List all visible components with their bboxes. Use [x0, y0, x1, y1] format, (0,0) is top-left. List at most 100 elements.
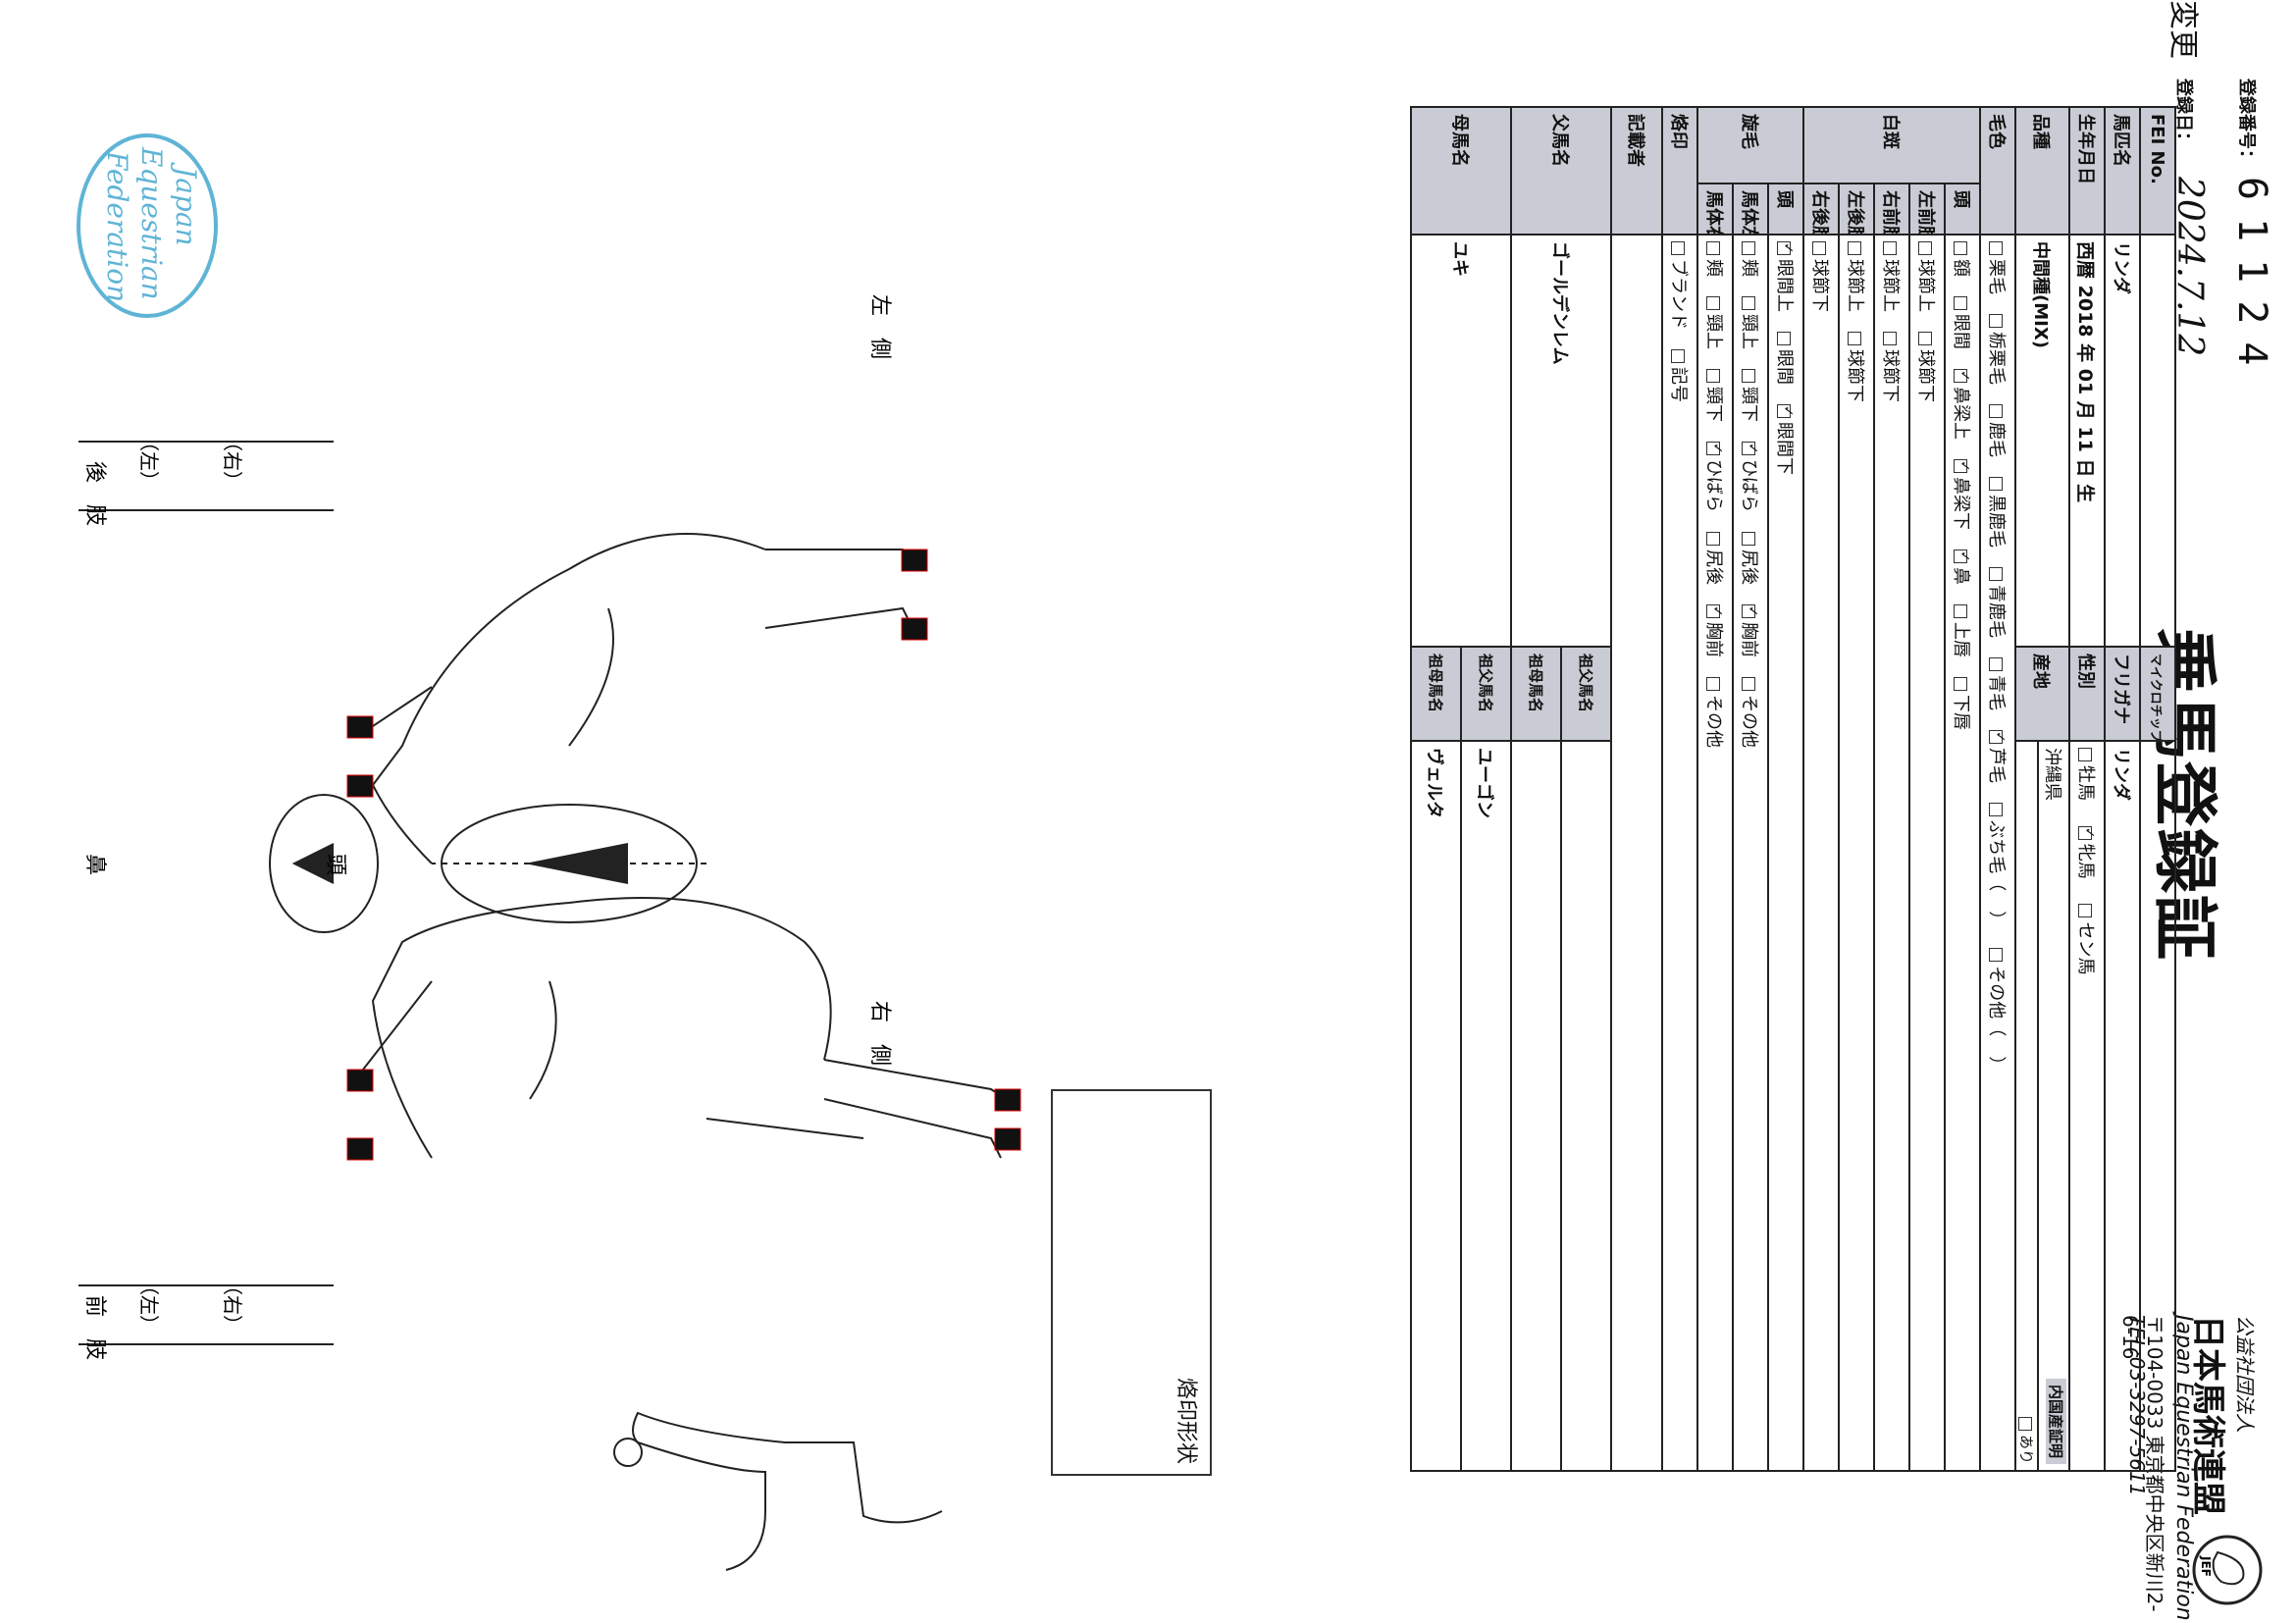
option-label: 下唇 [1951, 695, 1971, 731]
stamp-line: Equestrian [135, 146, 168, 300]
option-item: 球節下 [1845, 332, 1865, 402]
reg-number-label: 登録番号： [2236, 79, 2257, 167]
option-label: 青毛 [1986, 675, 2007, 711]
option-item: 頸下 [1739, 369, 1759, 422]
option-item: ひばら [1739, 442, 1759, 512]
option-item: 尻後 [1703, 532, 1724, 585]
option-item: ブランド [1668, 241, 1689, 330]
dam-gd-label: 祖母馬名 [1411, 647, 1461, 742]
row-white-head: 白斑 頭 額眼間鼻梁上鼻梁下鼻上唇下唇 [1803, 107, 1980, 1472]
checkbox-icon [1742, 296, 1755, 311]
checkbox-icon [1954, 296, 1967, 311]
row-whorl-head: 旋毛 頭 眼間上眼間眼間下 [1697, 107, 1803, 1472]
hindlimb-label: 後 肢 [82, 461, 107, 526]
option-item: 頸上 [1703, 296, 1724, 349]
checkbox-icon [1883, 332, 1897, 346]
horse-right-side-icon [352, 897, 1007, 1159]
furigana-value: リンダ [2105, 741, 2140, 1472]
option-label: その他 [1703, 695, 1724, 749]
horse-diagram: 右 側 左 側 頭 鼻 前 肢 後 肢 （左） （右） （左） （右） [78, 294, 1021, 1571]
row-coat: 毛色 栗毛栃栗毛鹿毛黒鹿毛青鹿毛青毛芦毛ぶち毛（）その他（） [1980, 107, 2015, 1472]
checked-checkbox-icon [1777, 404, 1791, 419]
option-item: 鼻梁上 [1951, 369, 1971, 440]
hind-left-label: （左） [137, 432, 161, 491]
white-rf-options: 球節上球節下 [1874, 235, 1909, 1472]
checkbox-icon [1742, 241, 1755, 256]
checkbox-icon [1777, 332, 1791, 346]
option-item: 栗毛 [1986, 241, 2007, 294]
option-item: 鼻 [1951, 550, 1971, 585]
option-label: 球節下 [1845, 349, 1865, 403]
sire-value: ゴールデンレム [1511, 235, 1611, 648]
row-white-lf: 左前肢 球節上球節下 [1909, 107, 1945, 1472]
checkbox-icon [1954, 241, 1967, 256]
dob-label: 生年月日 [2069, 107, 2105, 236]
name-value: リンダ [2105, 235, 2140, 648]
option-label: ブランド [1668, 259, 1689, 331]
cert-label: 内国産証明 [2046, 1379, 2066, 1465]
option-label: 黒鹿毛 [1986, 495, 2007, 549]
option-label: 球節下 [1915, 349, 1936, 403]
option-label: 胸前 [1739, 622, 1759, 658]
hoof-marks-icon [346, 549, 1021, 1161]
sire-gs-value [1561, 741, 1611, 1472]
option-label: 球節上 [1915, 259, 1936, 313]
option-item: 下唇 [1951, 677, 1971, 730]
checkbox-icon [1848, 332, 1861, 346]
option-item: 球節上 [1880, 241, 1901, 312]
checkbox-icon [1848, 241, 1861, 256]
row-dob: 生年月日 西暦 2018 年 01 月 11 日 生 性別 牡馬 牝馬 セン馬 [2069, 107, 2105, 1472]
option-item: 球節上 [1845, 241, 1865, 312]
coat-label: 毛色 [1980, 107, 2015, 236]
option-item: 尻後 [1739, 532, 1759, 585]
checked-checkbox-icon [1706, 442, 1720, 456]
checked-checkbox-icon [1954, 550, 1967, 564]
checked-checkbox-icon [1742, 442, 1755, 456]
nose-label: 鼻 [82, 854, 107, 875]
brand-label: 烙印 [1662, 107, 1697, 236]
dam-value: ユキ [1411, 235, 1511, 648]
stamp-line: Japan [170, 162, 202, 246]
brand-options: ブランド記号 [1662, 235, 1697, 1472]
option-item: 青毛 [1986, 657, 2007, 710]
option-label: ） [1986, 1056, 2007, 1074]
checkbox-icon [1918, 241, 1932, 256]
checkbox-icon [2078, 748, 2092, 762]
white-part: 右後肢 [1803, 183, 1839, 236]
option-label: 芦毛 [1986, 748, 2007, 784]
option-item: 眼間 [1951, 296, 1971, 349]
option-label: 眼間上 [1774, 259, 1795, 313]
option-item: 眼間 [1774, 332, 1795, 385]
row-whorl-right: 馬体右 頬頸上頸下ひばら尻後胸前その他 [1697, 107, 1733, 1472]
dob-value: 西暦 2018 年 01 月 11 日 生 [2069, 235, 2105, 648]
reg-number: 61124 [2229, 177, 2274, 384]
checkbox-icon [1671, 241, 1685, 256]
checked-checkbox-icon [1706, 604, 1720, 619]
option-item: 頬 [1703, 241, 1724, 277]
option-item: 記号 [1668, 349, 1689, 402]
microchip-value [2140, 741, 2175, 1472]
checkbox-icon [1989, 567, 2003, 582]
org-prefix: 公益社団法人 [2233, 1315, 2257, 1433]
checkbox-icon [1883, 241, 1897, 256]
whorl-head-options: 眼間上眼間眼間下 [1768, 235, 1803, 1472]
checkbox-icon [1989, 948, 2003, 963]
row-white-lh: 左後肢 球節上球節下 [1839, 107, 1874, 1472]
row-white-rf: 右前肢 球節上球節下 [1874, 107, 1909, 1472]
fore-left-label: （左） [137, 1276, 161, 1335]
white-part: 右前肢 [1874, 183, 1909, 236]
option-item: 胸前 [1739, 604, 1759, 657]
checked-checkbox-icon [1777, 241, 1791, 256]
option-label: 鼻梁上 [1951, 387, 1971, 441]
option-item: 球節下 [1915, 332, 1936, 402]
option-label: 上唇 [1951, 622, 1971, 658]
fei-label: FEI No. [2140, 107, 2175, 236]
checkbox-icon [1706, 369, 1720, 384]
white-part: 左前肢 [1909, 183, 1945, 236]
option-label: 鼻 [1951, 567, 1971, 586]
option-label: 球節下 [1809, 259, 1830, 313]
option-item: その他（ [1986, 948, 2007, 1036]
option-label: ひばら [1703, 459, 1724, 513]
